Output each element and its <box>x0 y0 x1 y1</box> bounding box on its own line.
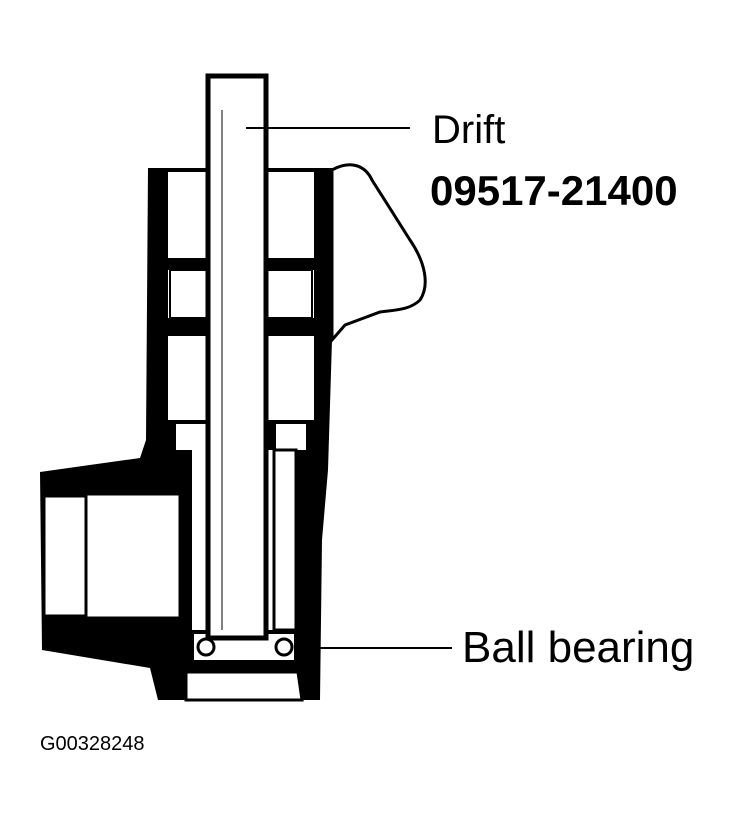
bottom-cap <box>184 670 304 702</box>
figure-id: G00328248 <box>40 733 145 755</box>
drift-label: Drift <box>432 108 506 152</box>
drift-shaft <box>205 73 269 641</box>
bearing-ball-right <box>274 637 294 657</box>
housing-flange <box>330 163 427 345</box>
bearing-ball-left <box>196 637 216 657</box>
seal-left <box>172 420 210 454</box>
seal-right <box>272 420 310 454</box>
drift-part-number: 09517-21400 <box>430 167 678 214</box>
ball-bearing-label: Ball bearing <box>462 623 695 672</box>
lower-bore-right-step <box>272 448 298 632</box>
side-port-flange <box>42 494 88 618</box>
side-port-opening <box>82 492 182 620</box>
